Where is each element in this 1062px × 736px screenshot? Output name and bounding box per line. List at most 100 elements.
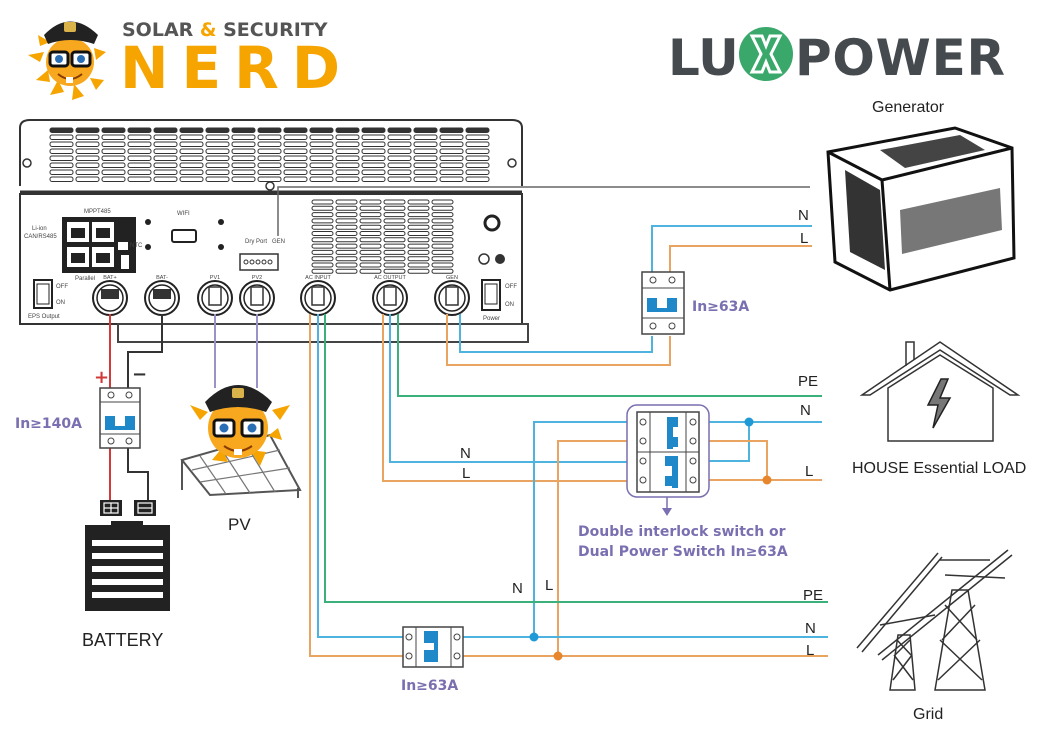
vent-slot [335,176,360,182]
house-pe-wire [397,314,822,397]
vent-slot [75,148,100,154]
vent-slot [359,231,382,236]
grid-breaker [402,626,464,668]
vent-slot [439,148,464,154]
vent-slot [311,231,334,236]
vent-slot [179,127,204,133]
vent-slot [311,199,334,205]
vent-slot [49,176,74,182]
vent-slot [153,134,178,140]
vent-slot [127,127,152,133]
vent-slot [413,127,438,133]
vent-slot [205,155,230,161]
vent-slot [49,134,74,140]
vent-slot [127,176,152,182]
vent-slot [359,224,382,230]
terminal-label: AC OUTPUT [374,275,406,281]
vent-slot [205,169,230,175]
solar-security-nerd-logo: SOLAR & SECURITY NERD [28,19,340,102]
vent-slot [465,148,490,154]
vent-slot [383,268,406,274]
vent-slot [431,237,454,243]
terminal-pv2: PV2 [239,275,275,316]
vent-slot [179,169,204,175]
vent-slot [431,199,454,205]
acout-live-wire [382,314,638,482]
vent-slot [383,212,406,218]
vent-slot [75,134,100,140]
vent-slot [283,141,308,147]
luxpower-x-badge-icon [739,27,793,81]
vent-slot [335,218,358,224]
vent-slot [127,148,152,154]
interlock-switch [626,404,710,516]
vent-slot [335,249,358,255]
vent-slot [387,148,412,154]
vent-slot [101,127,126,133]
vent-slot [335,268,358,274]
vent-slot [127,141,152,147]
vert-l-label: L [545,577,553,594]
generator-breaker [641,271,685,335]
vent-slot [257,127,282,133]
vent-slot [231,155,256,161]
vent-slot [383,218,406,224]
vent-slot [179,134,204,140]
battery-minus-sign: − [132,364,147,385]
vent-slot [49,127,74,133]
vent-slot [387,169,412,175]
vent-slot [359,199,382,205]
vent-slot [153,176,178,182]
vent-slot [153,169,178,175]
vent-slot [309,134,334,140]
vent-slot [407,256,430,262]
luxpower-power: POWER [795,29,1005,87]
vent-slot [359,268,382,274]
vent-slot [101,176,126,182]
vent-slot [335,262,358,268]
vent-slot [359,256,382,262]
power-off-label: OFF [505,284,517,290]
vent-slot [439,141,464,147]
vent-slot [127,134,152,140]
vent-slot [335,212,358,218]
vent-slot [335,237,358,243]
junction-dots [529,417,772,661]
mid-l-label: L [462,465,470,482]
grid-pe-wire [324,314,828,603]
vent-slot [387,134,412,140]
vent-slot [465,162,490,168]
vent-slot [205,127,230,133]
house-n-bridge [700,422,750,462]
vent-slot [49,162,74,168]
vent-slot [231,162,256,168]
vent-slot [231,169,256,175]
vent-slot [75,162,100,168]
vent-slot [465,169,490,175]
vent-slot [431,256,454,262]
terminal-label: GEN [446,275,458,281]
vent-slot [361,134,386,140]
eps-output-switch[interactable] [33,279,53,309]
vent-slot [413,134,438,140]
vent-slot [179,148,204,154]
vent-slot [309,141,334,147]
vent-slot [335,162,360,168]
inverter-side-vents [311,199,454,274]
luxpower-logo: LU POWER [668,27,1005,87]
vent-slot [311,218,334,224]
dry-port-label: Dry Port [245,239,267,245]
vent-slot [407,212,430,218]
mppt485-label: MPPT485 [84,209,111,215]
vent-slot [49,141,74,147]
vent-slot [335,169,360,175]
li-ion-label: Li-ion [32,226,47,232]
vent-slot [361,141,386,147]
vent-slot [413,155,438,161]
vent-slot [283,169,308,175]
vent-slot [359,243,382,249]
power-switch[interactable] [481,279,501,311]
vent-slot [359,205,382,211]
vent-slot [311,224,334,230]
grid-pe-label: PE [803,587,823,604]
